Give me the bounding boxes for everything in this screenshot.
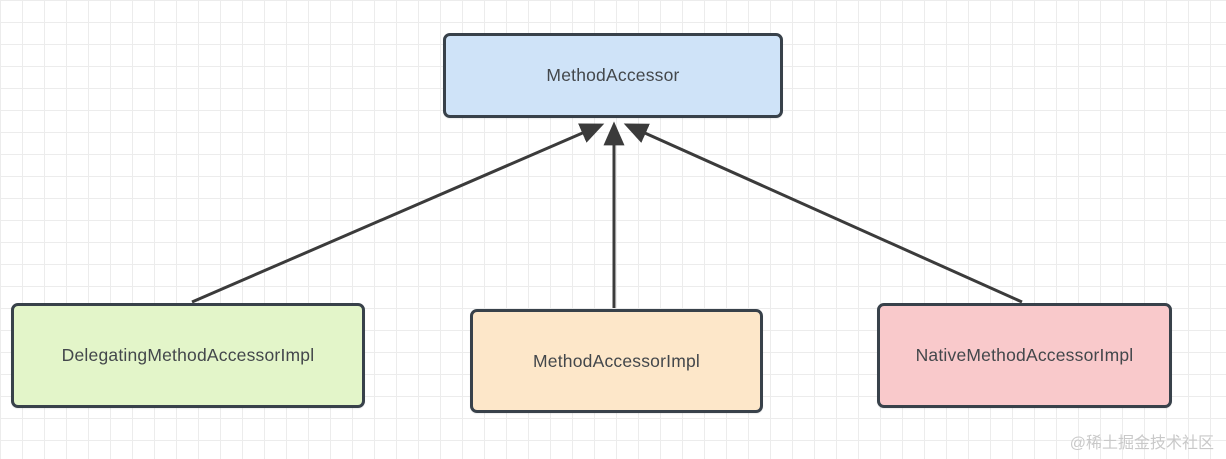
watermark: @稀土掘金技术社区 (1069, 435, 1214, 452)
node-methodaccessor[interactable]: MethodAccessor (443, 33, 783, 118)
edge-native-to-methodaccessor (623, 123, 1023, 304)
node-nativemethodaccessorimpl[interactable]: NativeMethodAccessorImpl (877, 303, 1172, 408)
node-methodaccessorimpl[interactable]: MethodAccessorImpl (470, 309, 763, 413)
edge-delegating-to-methodaccessor (191, 123, 605, 304)
node-delegatingmethodaccessorimpl[interactable]: DelegatingMethodAccessorImpl (11, 303, 365, 408)
node-nativemethodaccessorimpl-label: NativeMethodAccessorImpl (915, 345, 1134, 365)
node-delegatingmethodaccessorimpl-label: DelegatingMethodAccessorImpl (61, 345, 315, 365)
node-methodaccessor-label: MethodAccessor (546, 65, 680, 85)
node-methodaccessorimpl-label: MethodAccessorImpl (533, 350, 700, 371)
